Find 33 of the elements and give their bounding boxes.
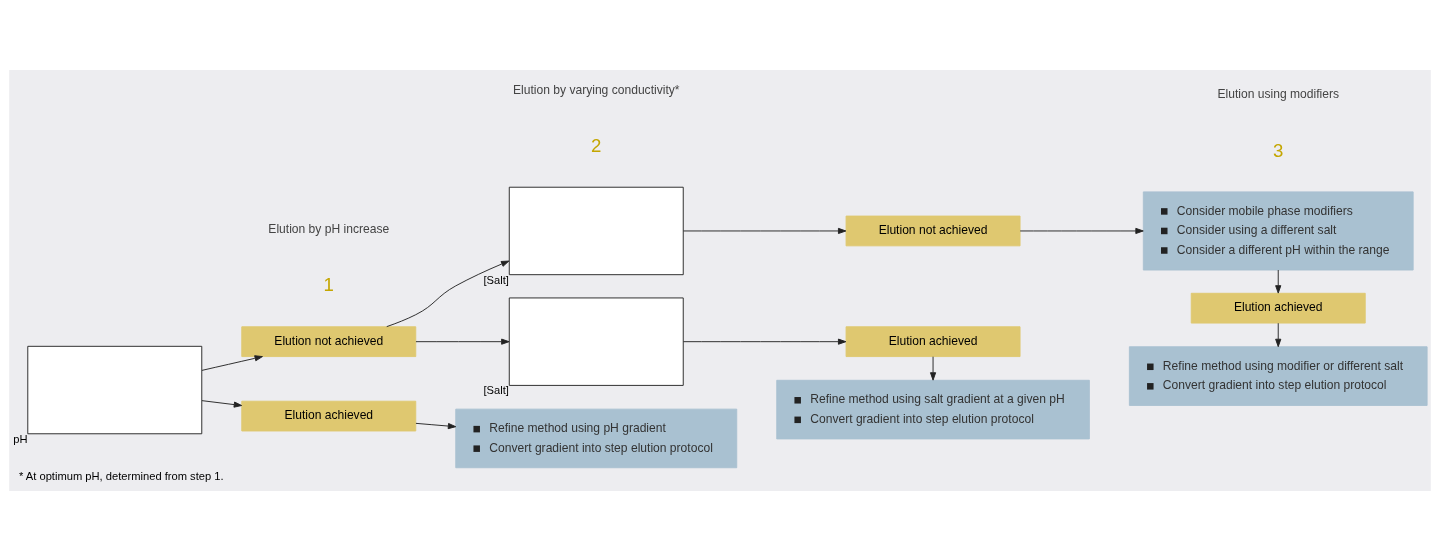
arrow (415, 338, 510, 345)
label: 2 (591, 134, 602, 156)
arrow (1275, 322, 1282, 347)
node-box (508, 186, 684, 275)
node-box (27, 345, 203, 434)
arrow (930, 355, 937, 381)
node-box (508, 296, 684, 386)
node-box: Elution achieved (845, 325, 1021, 357)
arrow (201, 354, 263, 371)
arrow (1275, 269, 1282, 294)
caption: * At optimum pH, determined from step 1. (18, 469, 224, 482)
arrow (201, 399, 243, 408)
label: 1 (323, 273, 334, 295)
node-label: [Salt] (483, 273, 509, 286)
label: Elution by pH increase (268, 221, 390, 236)
node-box: Elution not achieved (845, 215, 1021, 246)
node-box: Refine method using salt gradient at a given pH Convert gradient into step elution protocol (776, 379, 1090, 439)
label: 3 (1273, 139, 1284, 161)
arrow (683, 227, 847, 234)
node-box: Elution achieved (241, 400, 417, 431)
arrow (386, 260, 510, 327)
label: Elution using modifiers (1217, 86, 1339, 101)
node-box: Elution achieved (1190, 292, 1366, 324)
arrow (1019, 227, 1144, 234)
label: Elution by varying conductivity* (513, 82, 680, 97)
node-box: Elution not achieved (241, 325, 417, 357)
node-box: Refine method using pH gradient Convert gradient into step elution protocol (455, 408, 738, 468)
node-label: pH (13, 432, 28, 445)
node-box: Consider mobile phase modifiers Consider using a different salt Consider a different pH within the range (1142, 190, 1414, 270)
node-box: Refine method using modifier or different salt Convert gradient into step elution protocol (1128, 345, 1428, 406)
arrow (683, 338, 847, 345)
arrow (415, 422, 457, 429)
node-label: [Salt] (483, 383, 509, 396)
